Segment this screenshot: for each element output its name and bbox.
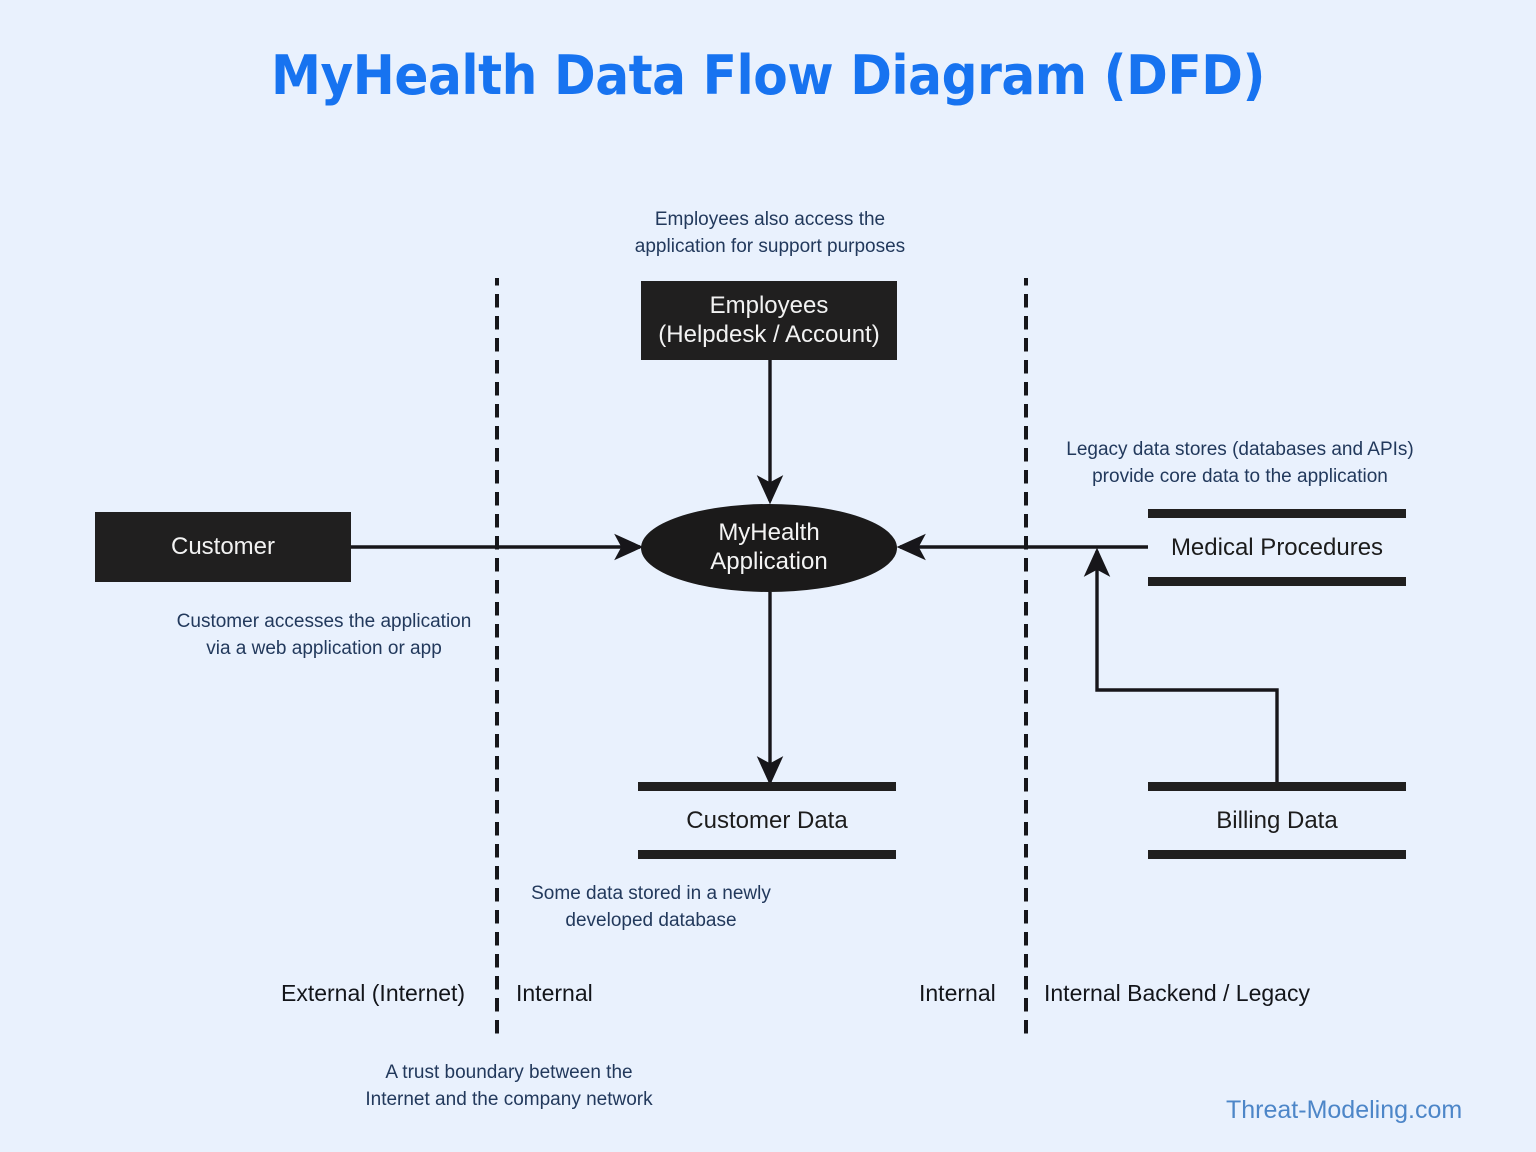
trust-boundary-left <box>495 278 499 1036</box>
zone-label-internal-right: Internal <box>919 980 996 1006</box>
customer-data-store-top-bar <box>638 782 896 791</box>
zone-label-backend: Internal Backend / Legacy <box>1044 980 1310 1006</box>
customer-data-store-bottom-bar <box>638 850 896 859</box>
node-billing-data-label: Billing Data <box>1216 806 1338 834</box>
node-myhealth-application[interactable]: MyHealth Application <box>641 504 897 592</box>
annotation-legacy-stores: Legacy data stores (databases and APIs) … <box>1066 439 1414 487</box>
node-customer-label: Customer <box>170 532 276 560</box>
node-billing-data-store[interactable]: Billing Data <box>1148 782 1406 859</box>
annotation-trust-boundary: A trust boundary between the Internet an… <box>365 1062 653 1110</box>
trust-boundary-right <box>1024 278 1028 1036</box>
node-employees-label-line2: (Helpdesk / Account) <box>658 320 880 348</box>
node-employees[interactable]: Employees (Helpdesk / Account) <box>641 281 897 360</box>
node-customer-data-store[interactable]: Customer Data <box>638 782 896 859</box>
node-application-label-line1: MyHealth <box>718 519 820 547</box>
node-customer-data-label: Customer Data <box>686 806 848 834</box>
node-medical-procedures-store[interactable]: Medical Procedures <box>1148 509 1406 586</box>
zone-label-external: External (Internet) <box>281 980 466 1006</box>
node-employees-label-line1: Employees <box>709 292 829 320</box>
node-customer[interactable]: Customer <box>95 512 351 582</box>
node-medical-procedures-label: Medical Procedures <box>1170 533 1384 561</box>
medical-procedures-store-top-bar <box>1148 509 1406 518</box>
billing-data-store-bottom-bar <box>1148 850 1406 859</box>
annotation-customer-data-store: Some data stored in a newly developed da… <box>531 883 771 931</box>
annotation-employees: Employees also access the application fo… <box>634 209 906 257</box>
zone-label-internal-left: Internal <box>516 980 593 1006</box>
footer-watermark[interactable]: Threat-Modeling.com <box>1226 1096 1463 1124</box>
page-title: MyHealth Data Flow Diagram (DFD) <box>271 44 1265 107</box>
medical-procedures-store-bottom-bar <box>1148 577 1406 586</box>
node-application-label-line2: Application <box>710 548 828 575</box>
billing-data-store-top-bar <box>1148 782 1406 791</box>
annotation-customer-access: Customer accesses the application via a … <box>176 611 472 659</box>
